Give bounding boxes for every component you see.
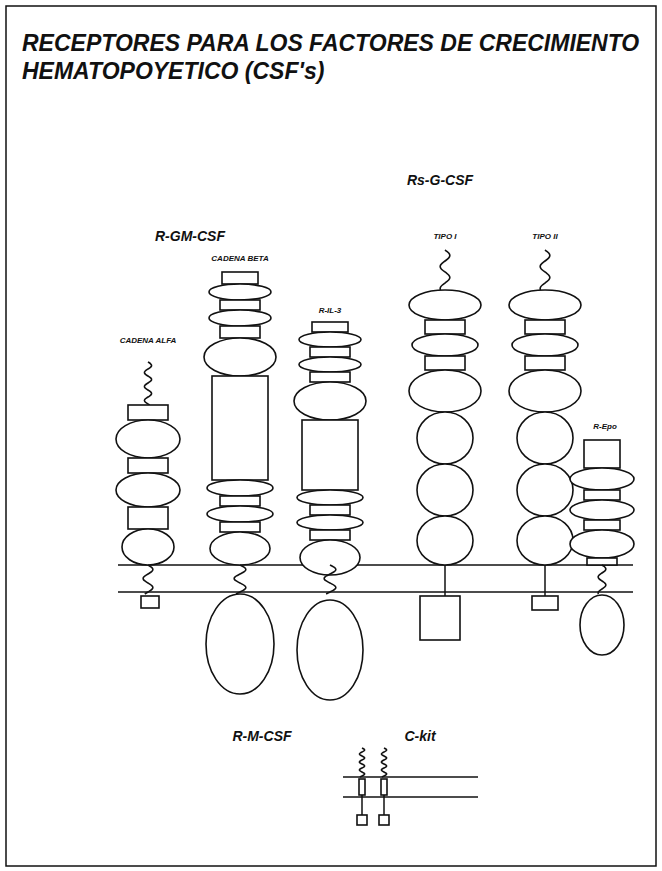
domain-ellipse bbox=[517, 412, 573, 464]
domain-ellipse bbox=[409, 290, 481, 320]
domain-box bbox=[220, 326, 260, 338]
domain-ellipse bbox=[412, 334, 478, 356]
transmembrane-squiggle bbox=[359, 748, 364, 777]
receptor-name: R-M-CSF bbox=[232, 728, 291, 744]
transmembrane-segment bbox=[381, 779, 387, 795]
domain-ellipse bbox=[517, 464, 573, 516]
domain-box bbox=[310, 505, 350, 515]
domain-box bbox=[222, 272, 258, 284]
transmembrane-squiggle bbox=[440, 250, 450, 290]
domain-ellipse bbox=[299, 332, 361, 347]
domain-ellipse bbox=[417, 516, 473, 565]
domain-ellipse bbox=[409, 370, 481, 412]
transmembrane-segment bbox=[359, 779, 365, 795]
cell-membrane bbox=[343, 796, 478, 798]
domain-ellipse bbox=[509, 290, 581, 320]
chain-label: TIPO I bbox=[433, 232, 456, 241]
domain-box bbox=[220, 300, 260, 310]
domain-ellipse bbox=[297, 515, 363, 530]
domain-box bbox=[584, 490, 620, 500]
receptor-name: R-GM-CSF bbox=[155, 228, 225, 244]
cytoplasmic-domain bbox=[420, 596, 460, 640]
cytoplasmic-domain bbox=[357, 815, 367, 825]
cytoplasmic-domain bbox=[297, 600, 363, 700]
domain-box bbox=[312, 322, 348, 332]
domain-ellipse bbox=[570, 468, 634, 490]
domain-ellipse bbox=[517, 516, 573, 565]
domain-ellipse bbox=[209, 310, 271, 326]
transmembrane-squiggle bbox=[234, 565, 246, 594]
domain-box bbox=[302, 420, 358, 490]
domain-ellipse bbox=[512, 334, 578, 356]
cytoplasmic-domain bbox=[532, 596, 558, 610]
chain-label: TIPO II bbox=[532, 232, 557, 241]
chain-label: CADENA BETA bbox=[211, 254, 268, 263]
domain-box bbox=[310, 530, 350, 540]
chain-label: CADENA ALFA bbox=[120, 336, 177, 345]
chain-label: R-Epo bbox=[593, 422, 617, 431]
receptor-name: C-kit bbox=[404, 728, 435, 744]
domain-ellipse bbox=[509, 370, 581, 412]
domain-box bbox=[584, 520, 620, 530]
domain-box bbox=[584, 440, 620, 468]
domain-ellipse bbox=[116, 420, 180, 458]
domain-ellipse bbox=[300, 540, 360, 575]
chain-label: R-IL-3 bbox=[319, 306, 342, 315]
domain-ellipse bbox=[209, 284, 271, 300]
domain-ellipse bbox=[207, 480, 273, 496]
domain-ellipse bbox=[207, 506, 273, 522]
transmembrane-squiggle bbox=[540, 250, 550, 290]
transmembrane-segment bbox=[444, 565, 446, 596]
transmembrane-squiggle bbox=[598, 565, 606, 594]
cell-membrane bbox=[118, 591, 633, 593]
domain-box bbox=[128, 507, 168, 529]
domain-box bbox=[220, 522, 260, 532]
domain-box bbox=[425, 356, 465, 370]
cytoplasmic-tail bbox=[383, 795, 385, 815]
domain-ellipse bbox=[116, 473, 180, 507]
domain-ellipse bbox=[122, 529, 174, 565]
receptor-name: Rs-G-CSF bbox=[407, 172, 473, 188]
transmembrane-segment bbox=[544, 565, 546, 596]
domain-ellipse bbox=[417, 464, 473, 516]
domain-ellipse bbox=[204, 338, 276, 376]
domain-ellipse bbox=[210, 532, 270, 565]
transmembrane-squiggle bbox=[324, 565, 336, 594]
domain-ellipse bbox=[294, 382, 366, 420]
domain-ellipse bbox=[297, 490, 363, 505]
domain-box bbox=[220, 496, 260, 506]
frame-border bbox=[6, 6, 656, 866]
domain-box bbox=[525, 356, 565, 370]
domain-box bbox=[212, 376, 268, 480]
domain-box bbox=[587, 558, 617, 565]
domain-box bbox=[310, 372, 350, 382]
transmembrane-squiggle bbox=[143, 565, 153, 594]
domain-ellipse bbox=[417, 412, 473, 464]
transmembrane-squiggle bbox=[144, 362, 151, 405]
domain-ellipse bbox=[570, 500, 634, 520]
cell-membrane bbox=[343, 776, 478, 778]
domain-box bbox=[310, 347, 350, 357]
domain-box bbox=[128, 405, 168, 420]
cell-membrane bbox=[118, 564, 633, 566]
cytoplasmic-domain bbox=[141, 596, 159, 608]
diagram-title: RECEPTORES PARA LOS FACTORES DE CRECIMIE… bbox=[22, 30, 644, 85]
cytoplasmic-domain bbox=[580, 595, 624, 655]
domain-ellipse bbox=[570, 530, 634, 558]
domain-box bbox=[128, 458, 168, 473]
domain-box bbox=[425, 320, 465, 334]
domain-ellipse bbox=[299, 357, 361, 372]
cytoplasmic-domain bbox=[206, 594, 274, 694]
cytoplasmic-domain bbox=[379, 815, 389, 825]
cytoplasmic-tail bbox=[361, 795, 363, 815]
transmembrane-squiggle bbox=[381, 748, 386, 777]
domain-box bbox=[525, 320, 565, 334]
